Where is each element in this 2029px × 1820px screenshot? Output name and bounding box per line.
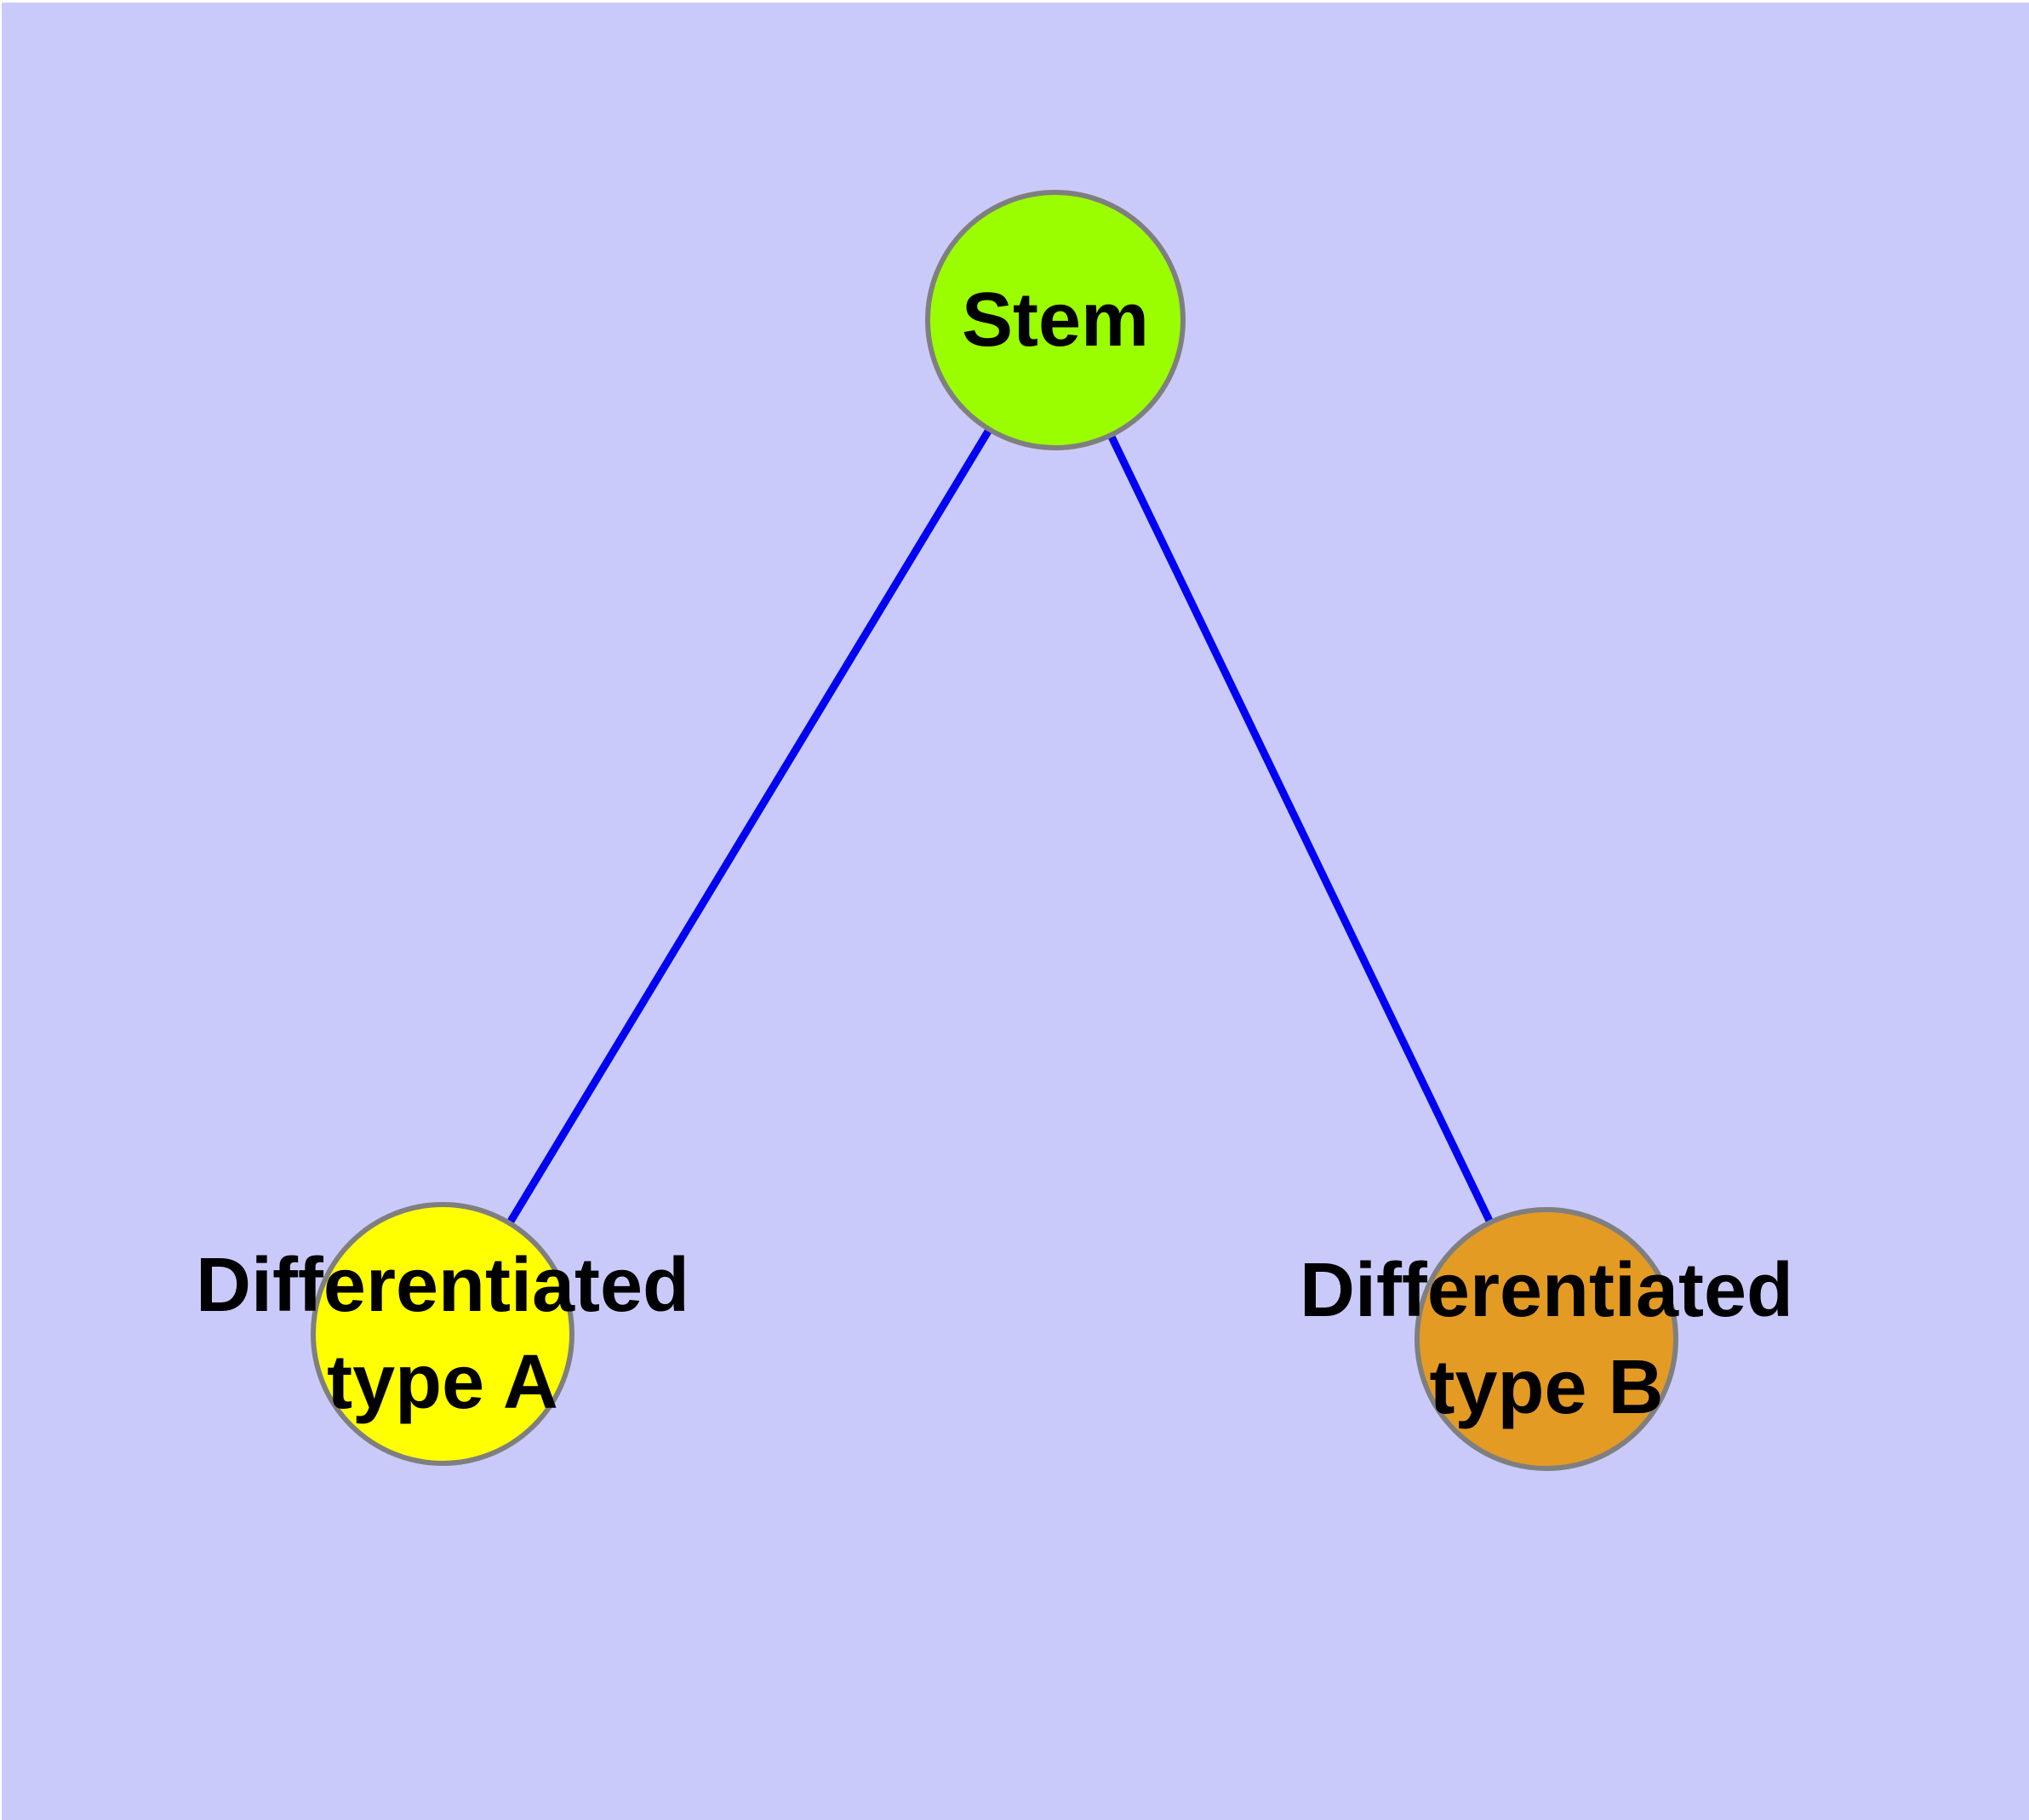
node-circle-differentiated-type-b <box>1415 1207 1678 1471</box>
node-label-stem-line-1: Stem <box>962 278 1149 363</box>
edge-stem-to-differentiated-type-b <box>1051 318 1551 1341</box>
node-circle-stem <box>925 190 1186 450</box>
node-label-differentiated-type-b-line-1: Differentiated <box>1300 1248 1793 1333</box>
node-circle-differentiated-type-a <box>311 1202 574 1466</box>
edge-stem-to-differentiated-type-a <box>439 318 1059 1336</box>
node-label-differentiated-type-a-line-1: Differentiated <box>196 1243 689 1328</box>
node-label-differentiated-type-b-line-2: type B <box>1429 1345 1663 1430</box>
node-label-differentiated-type-a-line-2: type A <box>327 1340 558 1425</box>
